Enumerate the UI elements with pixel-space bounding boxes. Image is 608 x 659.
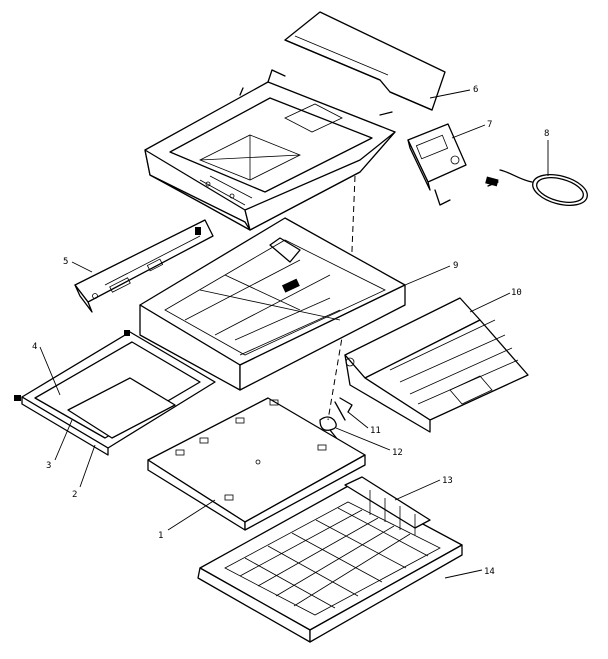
part-13-tray-guide xyxy=(344,476,431,535)
callout-1: 1 xyxy=(158,531,163,541)
callout-3: 3 xyxy=(46,461,51,471)
part-6-top-cover xyxy=(284,11,446,111)
callout-labels: 1 2 3 4 5 6 7 8 9 10 11 12 13 14 xyxy=(32,85,549,577)
part-11-clip xyxy=(334,397,353,421)
part-10-output-tray xyxy=(344,297,529,433)
leader-lines xyxy=(39,89,549,579)
part-7-control-panel xyxy=(407,123,467,206)
callout-2: 2 xyxy=(72,490,77,500)
upper-frame-assembly xyxy=(144,69,396,231)
callout-7: 7 xyxy=(487,120,492,130)
callout-14: 14 xyxy=(484,567,495,577)
callout-13: 13 xyxy=(442,476,453,486)
callout-11: 11 xyxy=(370,426,381,436)
callout-4: 4 xyxy=(32,342,37,352)
alignment-line xyxy=(327,319,346,421)
callout-8: 8 xyxy=(544,129,549,139)
part-3-paper-sheet xyxy=(67,377,176,439)
part-9-main-tray-body xyxy=(139,217,406,391)
callout-6: 6 xyxy=(473,85,478,95)
callout-5: 5 xyxy=(63,257,68,267)
part-5-side-bracket xyxy=(74,219,214,313)
part-1-base-unit xyxy=(147,397,366,531)
callout-10: 10 xyxy=(511,288,522,298)
part-14-lower-tray xyxy=(197,484,463,643)
part-8-power-cord xyxy=(485,169,588,206)
callout-12: 12 xyxy=(392,448,403,458)
callout-9: 9 xyxy=(453,261,458,271)
